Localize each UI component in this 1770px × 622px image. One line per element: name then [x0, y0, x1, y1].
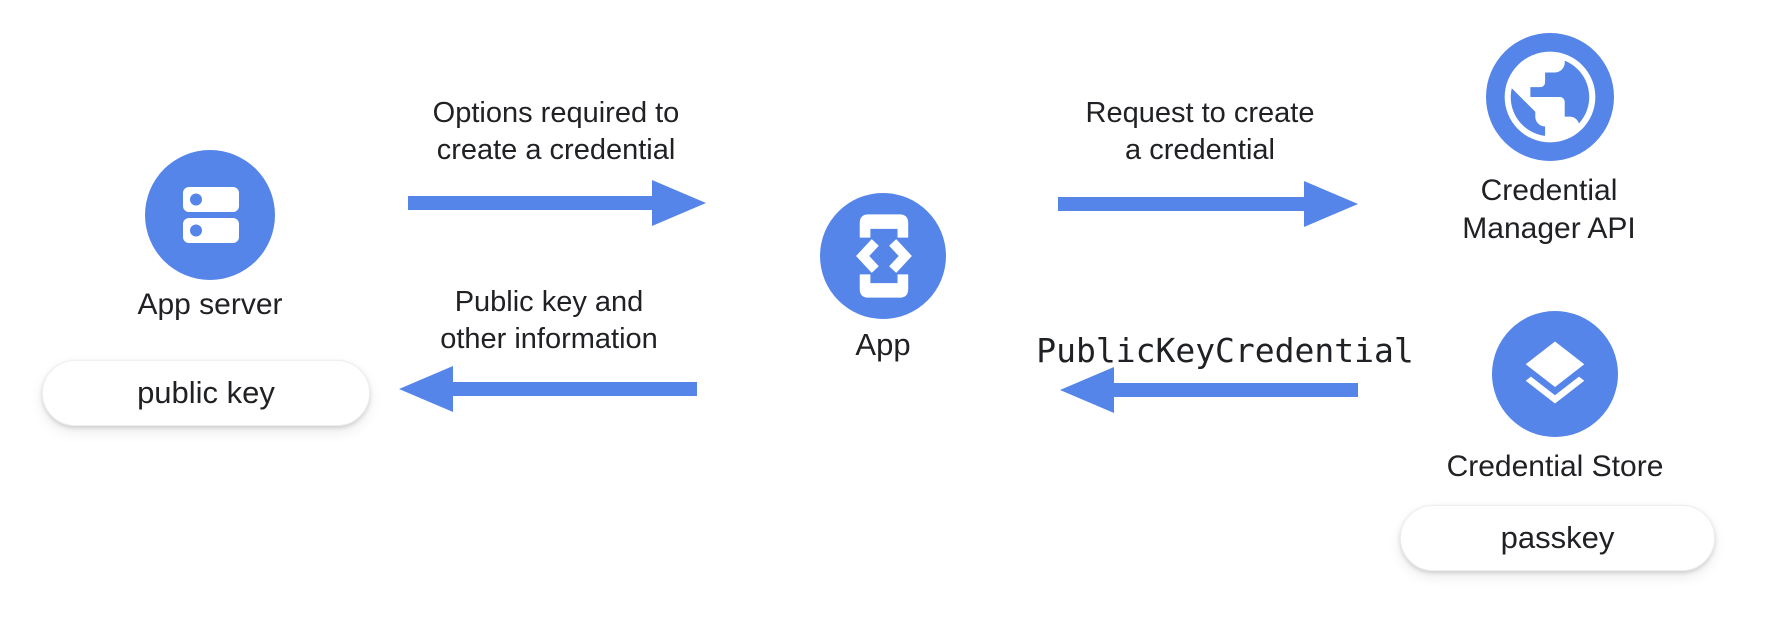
public-key-credential-arrow-left-icon [1060, 367, 1358, 413]
public-key-pill-label: public key [137, 375, 275, 410]
options-arrow-right-icon [408, 180, 706, 226]
request-create-flow-label: Request to create a credential [1085, 97, 1315, 166]
public-key-credential-label: PublicKeyCredential [1036, 331, 1414, 370]
public-key-info-flow-label: Public key and other information [440, 286, 658, 355]
app-label: App [855, 327, 911, 362]
layers-icon [1492, 311, 1618, 437]
credential-store-label: Credential Store [1446, 450, 1664, 483]
request-create-arrow-right-icon [1058, 181, 1358, 227]
options-flow-label: Options required to create a credential [432, 97, 680, 166]
globe-icon [1486, 33, 1614, 161]
credential-manager-api-label: Credential Manager API [1462, 174, 1636, 245]
phone-code-icon [820, 193, 946, 319]
public-key-pill: public key [42, 360, 370, 426]
server-icon [145, 150, 275, 280]
public-key-info-arrow-left-icon [399, 366, 697, 412]
app-server-label: App server [137, 288, 283, 321]
passkey-pill-label: passkey [1500, 520, 1615, 555]
passkey-pill: passkey [1400, 505, 1715, 571]
